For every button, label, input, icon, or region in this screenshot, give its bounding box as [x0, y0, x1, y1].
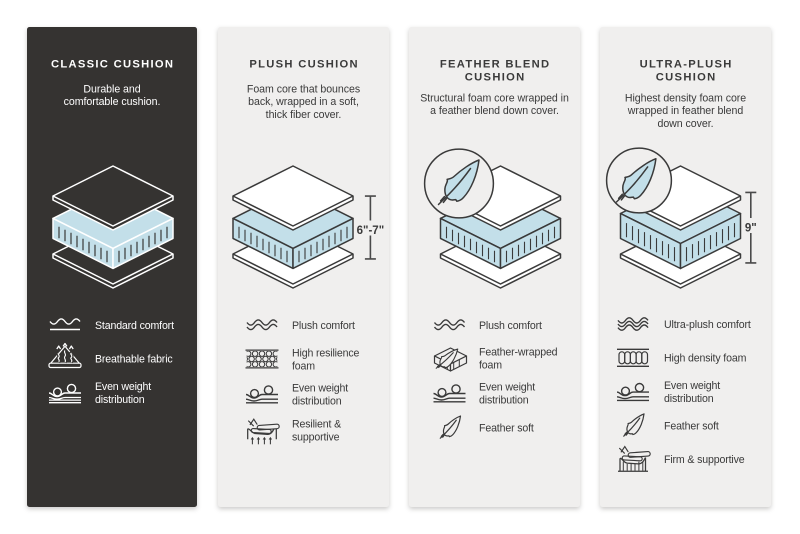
svg-text:down cover.: down cover. — [658, 118, 714, 130]
svg-text:High density foam: High density foam — [664, 353, 747, 365]
svg-text:thick fiber cover.: thick fiber cover. — [266, 109, 342, 121]
svg-text:CUSHION: CUSHION — [465, 71, 526, 83]
svg-text:Plush comfort: Plush comfort — [292, 320, 355, 332]
svg-text:CLASSIC CUSHION: CLASSIC CUSHION — [51, 59, 174, 71]
svg-text:foam: foam — [479, 359, 502, 371]
svg-text:CUSHION: CUSHION — [656, 71, 717, 83]
svg-text:distribution: distribution — [95, 394, 145, 406]
svg-text:wrapped in feather blend: wrapped in feather blend — [627, 105, 744, 117]
svg-text:Standard comfort: Standard comfort — [95, 320, 174, 332]
svg-text:distribution: distribution — [664, 393, 714, 405]
svg-text:9": 9" — [745, 223, 757, 235]
svg-text:Resilient &: Resilient & — [292, 418, 341, 430]
svg-text:Even weight: Even weight — [479, 381, 535, 393]
svg-text:distribution: distribution — [292, 395, 342, 407]
svg-text:a feather blend down cover.: a feather blend down cover. — [430, 105, 559, 117]
svg-text:Even weight: Even weight — [292, 382, 348, 394]
svg-text:FEATHER BLEND: FEATHER BLEND — [440, 59, 551, 71]
svg-text:High resilience: High resilience — [292, 347, 359, 359]
svg-text:Firm & supportive: Firm & supportive — [664, 454, 745, 466]
svg-text:comfortable cushion.: comfortable cushion. — [64, 96, 161, 108]
svg-text:6"-7": 6"-7" — [357, 225, 385, 237]
svg-text:Durable and: Durable and — [83, 84, 140, 96]
svg-text:Even weight: Even weight — [95, 381, 151, 393]
svg-text:Feather soft: Feather soft — [479, 422, 534, 434]
svg-text:supportive: supportive — [292, 431, 340, 443]
svg-text:Breathable fabric: Breathable fabric — [95, 353, 173, 365]
svg-text:Structural foam core wrapped i: Structural foam core wrapped in — [420, 93, 569, 105]
svg-text:Highest density foam core: Highest density foam core — [625, 93, 746, 105]
svg-text:Even weight: Even weight — [664, 380, 720, 392]
svg-text:distribution: distribution — [479, 394, 529, 406]
svg-text:Plush comfort: Plush comfort — [479, 320, 542, 332]
svg-text:back, wrapped in a soft,: back, wrapped in a soft, — [248, 96, 359, 108]
svg-text:Foam core that bounces: Foam core that bounces — [247, 84, 360, 96]
svg-text:Feather soft: Feather soft — [664, 420, 719, 432]
svg-text:Ultra-plush comfort: Ultra-plush comfort — [664, 319, 751, 331]
svg-text:foam: foam — [292, 360, 315, 372]
svg-text:PLUSH CUSHION: PLUSH CUSHION — [249, 59, 359, 71]
svg-text:Feather-wrapped: Feather-wrapped — [479, 346, 558, 358]
svg-text:ULTRA-PLUSH: ULTRA-PLUSH — [640, 59, 733, 71]
